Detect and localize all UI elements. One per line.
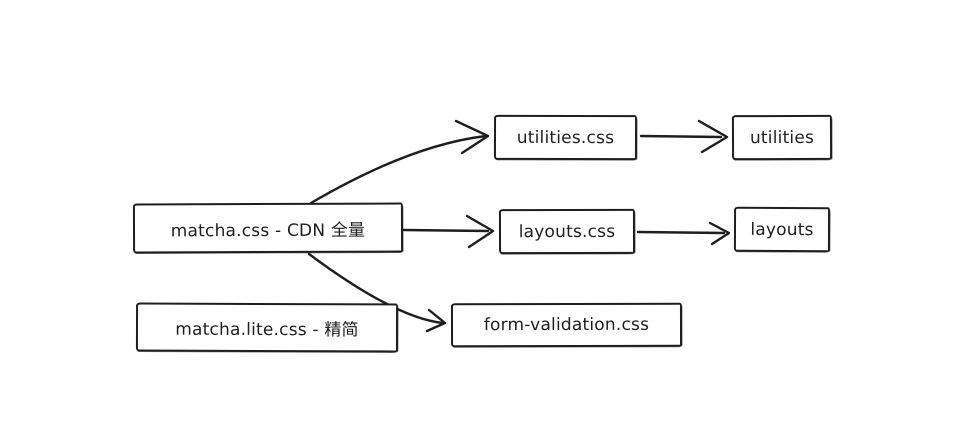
arrow-utilities-css-to-utilities [639, 119, 729, 154]
arrow-head-icon [425, 308, 447, 333]
arrow-line [639, 134, 723, 139]
node-matcha-lite-css: matcha.lite.css - 精简 [135, 302, 399, 353]
arrow-head-icon [454, 119, 490, 155]
node-utilities-css: utilities.css [493, 114, 638, 161]
node-layouts-css: layouts.css [498, 208, 636, 255]
node-layouts: layouts [733, 206, 831, 253]
arrow-line [636, 230, 726, 235]
node-matcha-css: matcha.css - CDN 全量 [132, 202, 404, 254]
arrow-line [402, 228, 490, 233]
node-form-validation-css: form-validation.css [450, 302, 683, 348]
arrow-line [309, 134, 488, 205]
arrow-matcha-to-layouts-css [402, 214, 495, 249]
node-utilities: utilities [731, 114, 833, 161]
arrow-head-icon [697, 119, 729, 154]
arrow-head-icon [465, 214, 495, 249]
arrow-head-icon [708, 221, 731, 246]
arrow-matcha-to-utilities-css [309, 119, 490, 205]
arrow-layouts-css-to-layouts [636, 221, 731, 246]
